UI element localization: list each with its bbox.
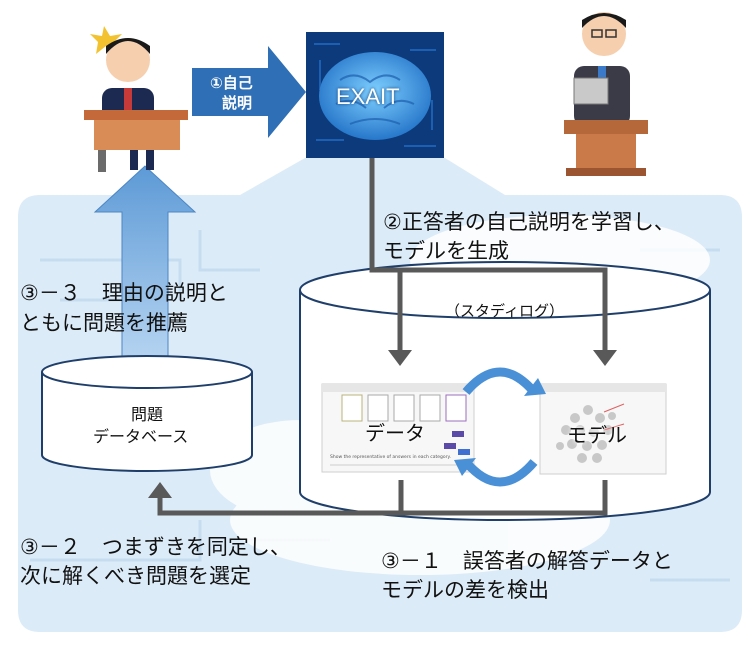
cycle-arrowhead-left <box>454 458 476 476</box>
learning-cycle-arrows <box>462 367 538 487</box>
model-label: モデル <box>567 423 627 447</box>
step3-1-text-line2: モデルの差を検出 <box>381 578 549 602</box>
detection-flow <box>157 480 608 516</box>
studylog-label: （スタディログ） <box>445 302 564 320</box>
database-arrowhead <box>148 482 172 498</box>
recommend-up-arrow <box>93 165 197 369</box>
self-explanation-arrow <box>192 46 306 138</box>
model-screenshot <box>539 383 667 475</box>
exait-system-name: EXAIT <box>336 84 400 109</box>
problem-db-label-line2: データベース <box>93 427 189 446</box>
step1-label-line2: 説明 <box>222 94 253 112</box>
step1-label: ①自己 <box>210 74 253 92</box>
cycle-arrowhead-right <box>524 378 546 396</box>
step2-text-line2: モデルを生成 <box>383 239 509 263</box>
data-label: データ <box>365 421 425 445</box>
step3-1-text-line1: ③－１ 誤答者の解答データと <box>381 549 673 573</box>
step2-text-line1: ②正答者の自己説明を学習し、 <box>383 210 675 234</box>
step3-2-text-line2: 次に解くべき問題を選定 <box>20 564 251 588</box>
presenter-illustration <box>564 12 648 176</box>
data-screenshot-caption: Show the representative of answers in ea… <box>330 454 451 460</box>
data-screenshot <box>321 383 475 473</box>
model-generation-flow <box>369 158 608 352</box>
step3-2-text-line1: ③－２ つまずきを同定し、 <box>20 535 291 559</box>
step3-3-text-line1: ③－３ 理由の説明と <box>20 281 228 305</box>
model-arrowhead <box>593 350 617 366</box>
brain-icon <box>319 52 431 140</box>
teacher-desk-illustration <box>84 26 188 172</box>
step3-3-text-line2: ともに問題を推薦 <box>20 311 188 335</box>
problem-db-label-line1: 問題 <box>131 405 164 424</box>
data-arrowhead <box>388 350 412 366</box>
problem-database-cylinder <box>41 355 253 472</box>
